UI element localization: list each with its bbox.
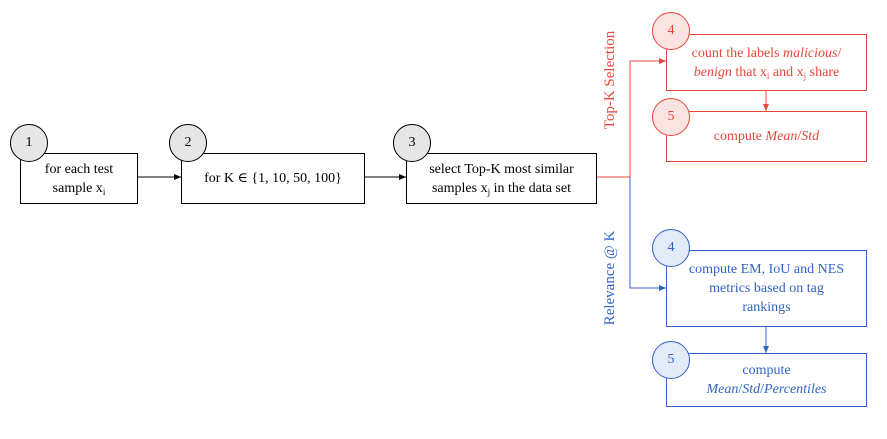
relevance-step-4-line2: metrics based on tag (709, 281, 824, 296)
step-1-line2: sample xi (52, 180, 106, 197)
step-3-number: 3 (393, 124, 431, 162)
relevance-step-5-box: compute Mean/Std/Percentiles (666, 353, 867, 407)
step-2-text: for K ∈ {1, 10, 50, 100} (204, 171, 342, 186)
step-2-box: for K ∈ {1, 10, 50, 100} (181, 153, 365, 204)
topk-selection-label: Top-K Selection (602, 30, 618, 130)
arrow-3-to-topk-4 (597, 58, 666, 178)
step-3-line1: select Top-K most similar (429, 161, 574, 177)
relevance-step-4-line3: rankings (742, 300, 791, 315)
relevance-step-4-box: compute EM, IoU and NES metrics based on… (666, 250, 867, 327)
relevance-step-5-line1: compute (742, 363, 791, 378)
topk-step-5-box: compute Mean/Std (666, 111, 867, 162)
step-1-box: for each test sample xi (20, 153, 138, 204)
relevance-step-5-number: 5 (652, 341, 690, 379)
topk-step-4-line2: benign that xi and xj share (693, 64, 840, 81)
relevance-step-4-line1: compute EM, IoU and NES (688, 262, 845, 277)
topk-step-5-text: compute Mean/Std (713, 129, 820, 144)
step-3-line2: samples xj in the data set (431, 180, 571, 197)
step-2-number: 2 (169, 124, 207, 162)
step-1-line1: for each test (44, 161, 114, 177)
topk-step-4-box: count the labels malicious/ benign that … (666, 34, 867, 91)
relevance-at-k-label: Relevance @ K (602, 230, 618, 326)
step-1-number: 1 (10, 124, 48, 162)
step-3-box: select Top-K most similar samples xj in … (406, 153, 597, 204)
topk-step-4-line1: count the labels malicious/ (691, 45, 842, 61)
arrow-3-to-relevance-4 (629, 177, 666, 291)
topk-step-5-number: 5 (652, 98, 690, 136)
relevance-step-5-line2: Mean/Std/Percentiles (706, 382, 827, 397)
topk-step-4-number: 4 (652, 12, 690, 50)
relevance-step-4-number: 4 (652, 229, 690, 267)
